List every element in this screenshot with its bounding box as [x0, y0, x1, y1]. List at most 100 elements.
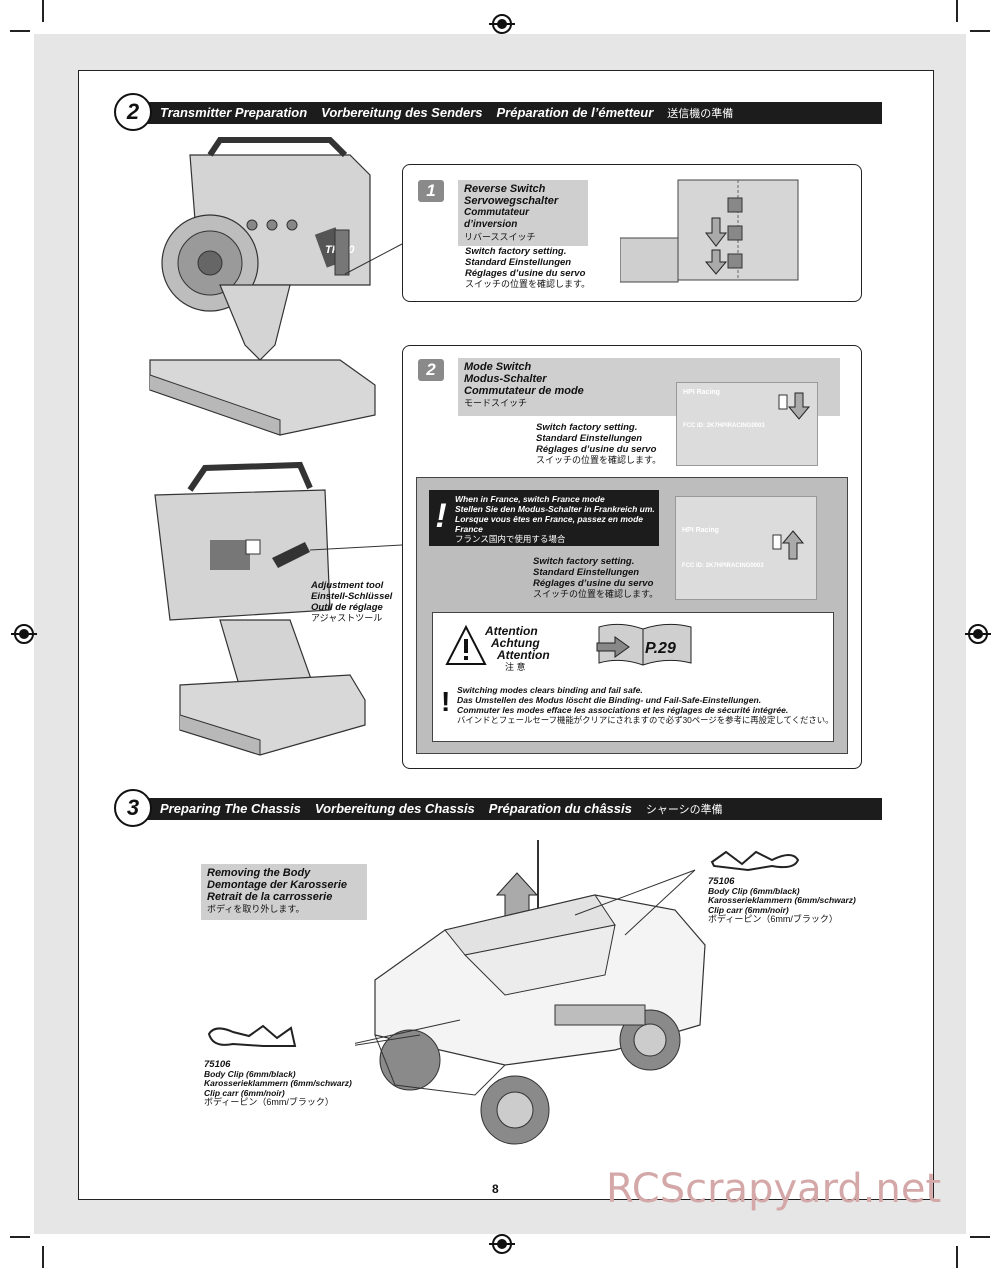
note-en: Switch factory setting.: [465, 246, 567, 257]
page-number: 8: [492, 1182, 499, 1196]
truck-illustration: [355, 840, 706, 1145]
mode-switch-en: Mode Switch: [464, 361, 532, 373]
france-jp: フランス国内で使用する場合: [455, 534, 566, 544]
removing-body-de: Demontage der Karosserie: [207, 879, 347, 891]
warn-en: Switching modes clears binding and fail …: [457, 685, 643, 695]
tool-jp: アジャストツール: [311, 613, 383, 623]
france-mode-plate: HPI Racing FCC ID: 2K7HPIRACING0003: [675, 496, 817, 600]
body-clip-left-label: 75106 Body Clip (6mm/black) Karosseriekl…: [204, 1060, 352, 1108]
step-number-badge: 1: [418, 180, 444, 202]
warning-triangle-icon: [445, 625, 487, 665]
section-title-en: Preparing The Chassis: [160, 801, 301, 816]
clip-jp: ボディーピン（6mm/ブラック）: [204, 1097, 334, 1107]
attention-fr: Attention: [497, 648, 550, 662]
exclamation-icon: !: [435, 497, 447, 535]
section-title-en: Transmitter Preparation: [160, 105, 308, 120]
reverse-switch-detail: [620, 179, 799, 283]
crop-mark: [970, 1236, 990, 1238]
clip-fr: Clip carr (6mm/noir): [708, 904, 789, 915]
attention-label: Attention Achtung Attention 注 意: [485, 625, 550, 673]
removing-body-en: Removing the Body: [207, 867, 311, 879]
attention-jp: 注 意: [505, 662, 526, 672]
clip-en: Body Clip (6mm/black): [204, 1068, 296, 1079]
section-title-jp: 送信機の準備: [667, 108, 734, 120]
reverse-switch-jp: リバーススイッチ: [464, 232, 536, 242]
crop-mark: [10, 1236, 30, 1238]
transmitter-illustration-bottom: [154, 461, 403, 756]
page-ref-text: P.29: [645, 640, 676, 657]
note-en: Switch factory setting.: [536, 422, 638, 433]
mode-switch-note: Switch factory setting. Standard Einstel…: [536, 422, 661, 466]
mode-switch-arrow-down: [778, 392, 811, 420]
section-title-de: Vorbereitung des Chassis: [314, 801, 475, 816]
note-en: Switch factory setting.: [533, 556, 635, 567]
body-clip-icon: [710, 850, 800, 872]
clip-part-number: 75106: [708, 876, 735, 887]
crop-mark: [956, 1246, 958, 1268]
plate-fcc: FCC ID: 2K7HPIRACING0003: [683, 423, 765, 429]
crop-mark: [970, 30, 990, 32]
france-fr: Lorsque vous êtes en France, passez en m…: [455, 514, 644, 534]
exclamation-icon: !: [441, 686, 451, 717]
removing-body-fr: Retrait de la carrosserie: [207, 891, 333, 903]
crop-mark: [956, 0, 958, 22]
note-jp: スイッチの位置を確認します。: [533, 589, 659, 599]
section-title-jp: シャーシの準備: [645, 804, 723, 816]
clip-fr: Clip carr (6mm/noir): [204, 1087, 285, 1098]
tool-en: Adjustment tool: [311, 580, 384, 591]
clip-jp: ボディーピン（6mm/ブラック）: [708, 914, 838, 924]
section-header-transmitter: 2 Transmitter Preparation Vorbereitung d…: [114, 93, 882, 131]
note-de: Standard Einstellungen: [536, 433, 643, 444]
reverse-switch-label: Reverse Switch Servowegschalter Commutat…: [458, 180, 588, 246]
tool-fr: Outil de réglage: [311, 602, 383, 613]
plate-fcc: FCC ID: 2K7HPIRACING0003: [682, 563, 764, 569]
note-de: Standard Einstellungen: [533, 567, 640, 578]
reverse-switch-de: Servowegschalter: [464, 195, 559, 207]
attention-de: Achtung: [491, 636, 540, 650]
note-jp: スイッチの位置を確認します。: [465, 279, 591, 289]
reverse-switch-note: Switch factory setting. Standard Einstel…: [465, 246, 590, 290]
mode-switch-plate: HPI Racing FCC ID: 2K7HPIRACING0003: [676, 382, 818, 466]
attention-en: Attention: [485, 624, 538, 638]
watermark: RCScrapyard.net: [606, 1166, 942, 1212]
step-number-badge: 2: [418, 359, 444, 381]
mode-switch-jp: モードスイッチ: [464, 398, 528, 408]
mode-switch-fr: Commutateur de mode: [464, 385, 584, 397]
france-note: Switch factory setting. Standard Einstel…: [533, 556, 658, 600]
clip-de: Karosserieklammern (6mm/schwarz): [708, 895, 856, 905]
transmitter-illustration-top: TF-40: [149, 137, 376, 436]
warn-fr: Commuter les modes efface les associatio…: [457, 705, 789, 715]
note-jp: スイッチの位置を確認します。: [536, 455, 662, 465]
clip-part-number: 75106: [204, 1059, 231, 1070]
reverse-switch-fr: Commutateur d’inversion: [464, 207, 530, 230]
section-title-fr: Préparation du châssis: [488, 801, 632, 816]
section-title-fr: Préparation de l’émetteur: [496, 105, 654, 120]
crop-mark: [42, 1246, 44, 1268]
section-number: 3: [114, 789, 152, 827]
france-en: When in France, switch France mode: [455, 494, 605, 504]
mode-switch-de: Modus-Schalter: [464, 373, 547, 385]
registration-mark: [489, 14, 515, 34]
plate-brand: HPI Racing: [682, 527, 719, 534]
note-fr: Réglages d’usine du servo: [465, 268, 586, 279]
body-clip-icon: [207, 1024, 297, 1047]
warn-jp: バインドとフェールセーフ機能がクリアにされますので必ず30ページを参考に再設定し…: [457, 715, 834, 725]
registration-mark: [965, 624, 991, 644]
france-de: Stellen Sie den Modus-Schalter in Frankr…: [455, 504, 655, 514]
section-title-de: Vorbereitung des Senders: [321, 105, 483, 120]
section-header-chassis: 3 Preparing The Chassis Vorbereitung des…: [114, 789, 882, 827]
plate-brand: HPI Racing: [683, 389, 720, 396]
mode-switch-arrow-up: [772, 530, 805, 560]
removing-body-jp: ボディを取り外します。: [207, 904, 305, 914]
registration-mark: [489, 1234, 515, 1254]
attention-warning: ! Switching modes clears binding and fai…: [441, 685, 833, 725]
registration-mark: [11, 624, 37, 644]
page-reference-book-icon: P.29: [596, 623, 692, 666]
crop-mark: [10, 30, 30, 32]
removing-body-label: Removing the Body Demontage der Karosser…: [201, 864, 367, 920]
body-clip-right-label: 75106 Body Clip (6mm/black) Karosseriekl…: [708, 877, 856, 925]
section-number: 2: [114, 93, 152, 131]
clip-de: Karosserieklammern (6mm/schwarz): [204, 1078, 352, 1088]
callout-line: [344, 243, 403, 275]
clip-en: Body Clip (6mm/black): [708, 885, 800, 896]
